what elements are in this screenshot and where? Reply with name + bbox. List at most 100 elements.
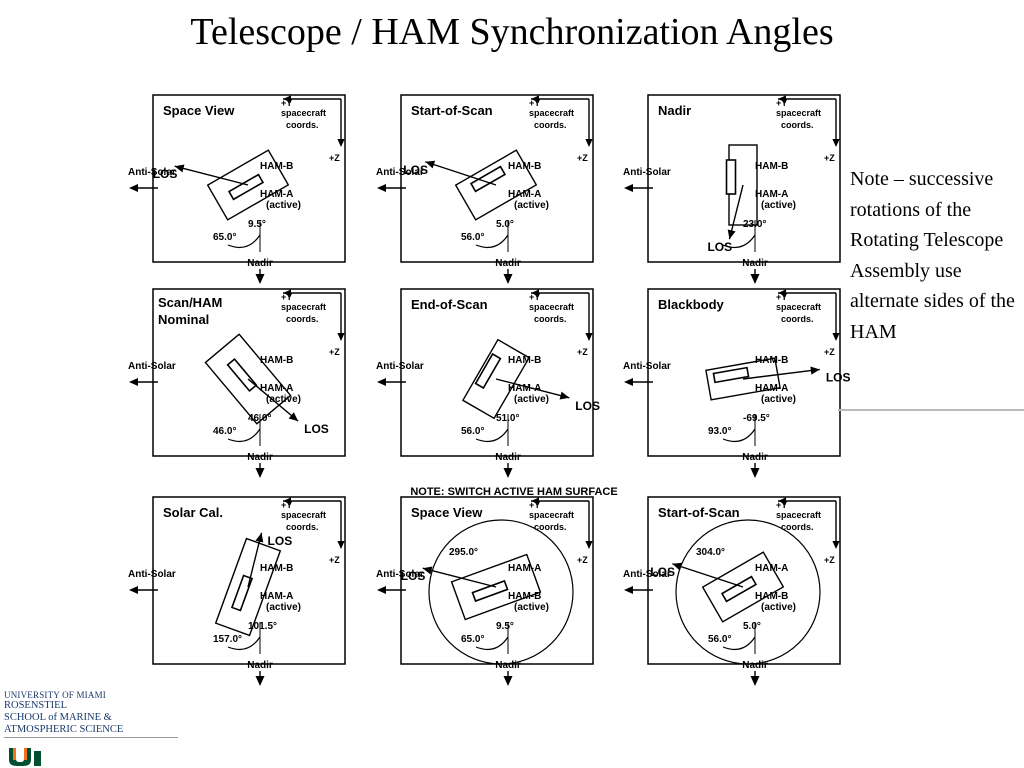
plus-z-label: +Z [329, 347, 340, 357]
anti-solar-arrow [129, 585, 138, 595]
angle-a-label: 9.5° [496, 621, 514, 632]
panel-3: Nadir+Yspacecraftcoords.+ZAnti-SolarNadi… [623, 94, 841, 284]
coords-label: coords. [781, 314, 814, 324]
anti-solar-label: Anti-Solar [623, 361, 671, 372]
anti-solar-arrow [129, 377, 138, 387]
anti-solar-label: Anti-Solar [376, 167, 424, 178]
ham-mirror [230, 574, 254, 612]
logo-line-rosenstiel: ROSENSTIEL [4, 700, 67, 711]
anti-solar-arrow [377, 183, 386, 193]
anti-solar-arrow [129, 183, 138, 193]
ham-top-label: HAM-B [755, 161, 788, 172]
angle-c-label: 295.0° [449, 547, 478, 558]
anti-solar-label: Anti-Solar [128, 167, 176, 178]
los-ray [672, 563, 744, 588]
los-ray [728, 184, 744, 240]
los-label: LOS [268, 534, 293, 548]
note-divider [838, 409, 1024, 411]
anti-solar-label: Anti-Solar [623, 167, 671, 178]
z-axis-head [832, 333, 840, 341]
angle-b-label: 93.0° [708, 426, 731, 437]
anti-solar-arrow [377, 377, 386, 387]
y-axis-head [283, 497, 291, 505]
ham-active-label: HAM-A [260, 189, 293, 200]
anti-solar-label: Anti-Solar [128, 361, 176, 372]
slide-title: Telescope / HAM Synchronization Angles [190, 11, 834, 53]
ham-top-label: HAM-B [260, 563, 293, 574]
los-ray [495, 378, 570, 399]
ham-top-label: HAM-A [508, 563, 541, 574]
los-label: LOS [826, 370, 851, 384]
y-axis-head [531, 289, 539, 297]
anti-solar-label: Anti-Solar [623, 569, 671, 580]
coords-label: coords. [534, 120, 567, 130]
nadir-arrow [750, 676, 760, 686]
plus-z-label: +Z [824, 555, 835, 565]
plus-z-label: +Z [577, 555, 588, 565]
plus-z-label: +Z [329, 153, 340, 163]
angle-a-label: 23.0° [743, 219, 766, 230]
ham-active-label: HAM-A [755, 189, 788, 200]
nadir-arrow [503, 676, 513, 686]
los-ray-head [425, 160, 436, 169]
ham-top-label: HAM-B [260, 161, 293, 172]
panel-title: Space View [163, 103, 235, 118]
z-axis-head [832, 541, 840, 549]
spacecraft-label: spacecraft [529, 108, 574, 118]
plus-y-label: +Y [281, 292, 292, 302]
nadir-label: Nadir [495, 258, 521, 269]
nadir-label: Nadir [742, 258, 768, 269]
plus-y-label: +Y [281, 500, 292, 510]
los-ray [425, 161, 497, 186]
spacecraft-label: spacecraft [529, 510, 574, 520]
ham-active-tag: (active) [761, 394, 796, 405]
coords-label: coords. [286, 522, 319, 532]
panel-title: Nadir [658, 103, 691, 118]
ham-active-label: HAM-B [508, 591, 541, 602]
los-label: LOS [650, 565, 675, 579]
logo-line-university: UNIVERSITY OF MIAMI [4, 690, 106, 700]
ham-top-label: HAM-B [508, 355, 541, 366]
rotation-circle [675, 519, 821, 665]
angle-c-label: 304.0° [696, 547, 725, 558]
angle-arc [722, 636, 756, 650]
ham-active-label: HAM-A [260, 591, 293, 602]
angle-b-label: 46.0° [213, 426, 236, 437]
ham-top-label: HAM-B [755, 355, 788, 366]
los-ray [247, 532, 263, 588]
y-axis-head [531, 95, 539, 103]
nadir-label: Nadir [247, 258, 273, 269]
z-axis-head [585, 139, 593, 147]
los-ray-head [810, 366, 820, 375]
panel-1: Space View+Yspacecraftcoords.+ZAnti-Sola… [128, 94, 346, 284]
university-logo: UNIVERSITY OF MIAMI ROSENSTIEL SCHOOL of… [4, 690, 178, 766]
z-axis-head [585, 541, 593, 549]
angle-b-label: 56.0° [461, 232, 484, 243]
ham-active-label: HAM-A [508, 189, 541, 200]
y-axis-head [778, 95, 786, 103]
ham-active-label: HAM-A [755, 383, 788, 394]
angle-arc [722, 234, 756, 248]
ham-active-tag: (active) [266, 394, 301, 405]
coords-label: coords. [781, 120, 814, 130]
angle-a-label: 5.0° [743, 621, 761, 632]
ham-active-label: HAM-A [508, 383, 541, 394]
nadir-arrow [503, 274, 513, 284]
nadir-label: Nadir [742, 660, 768, 671]
ham-active-tag: (active) [266, 602, 301, 613]
panel-title: Solar Cal. [163, 505, 223, 520]
coords-label: coords. [781, 522, 814, 532]
z-axis-head [337, 139, 345, 147]
angle-arc [722, 428, 756, 442]
ham-top-label: HAM-A [755, 563, 788, 574]
panel-title: Blackbody [658, 297, 725, 312]
plus-z-label: +Z [824, 347, 835, 357]
los-ray-head [255, 532, 264, 543]
nadir-label: Nadir [495, 452, 521, 463]
plus-z-label: +Z [577, 153, 588, 163]
angle-a-label: 46.0° [248, 413, 271, 424]
spacecraft-label: spacecraft [281, 108, 326, 118]
ham-mirror [474, 352, 502, 390]
los-label: LOS [401, 569, 426, 583]
plus-y-label: +Y [529, 98, 540, 108]
